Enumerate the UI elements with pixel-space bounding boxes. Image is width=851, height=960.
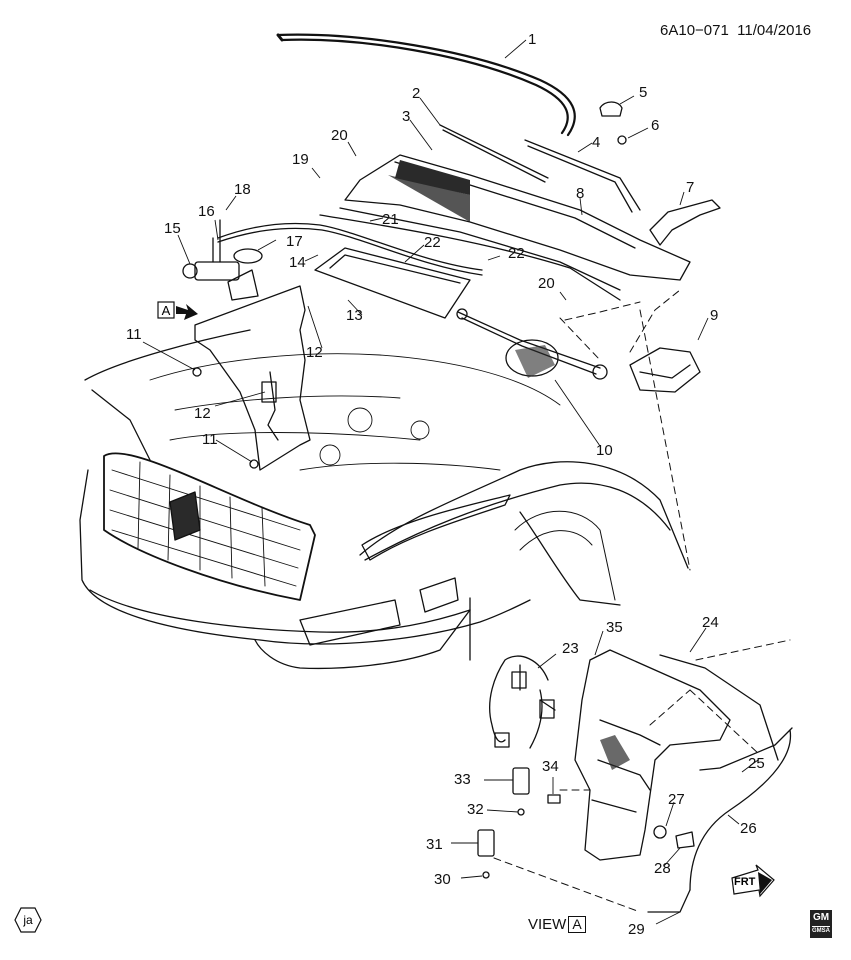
gm-logo-sub: GMSA — [812, 926, 830, 934]
diagram-header: 6A10−071 11/04/2016 — [660, 22, 811, 39]
wiper-motor-cover — [629, 347, 701, 393]
gm-logo: GM GMSA — [810, 910, 832, 938]
callout-32: 32 — [467, 801, 484, 818]
callout-7: 7 — [686, 179, 694, 196]
callout-10: 10 — [596, 442, 613, 459]
cowl-shield — [314, 247, 471, 319]
grommet-28 — [653, 825, 667, 839]
car-bumper — [79, 469, 531, 645]
callout-30: 30 — [434, 871, 451, 888]
callout-15: 15 — [164, 220, 181, 237]
car-fender — [359, 461, 689, 569]
callout-3: 3 — [402, 108, 410, 125]
callout-33: 33 — [454, 771, 471, 788]
artist-mark-frame — [14, 907, 42, 933]
cowl-end-bracket — [649, 199, 721, 246]
wiper-blade-left — [439, 124, 549, 183]
callout-27: 27 — [668, 791, 685, 808]
reservoir-tank — [574, 649, 731, 861]
callout-22: 22 — [424, 234, 441, 251]
washer-hose-26 — [699, 727, 793, 771]
callout-11: 11 — [202, 431, 218, 448]
callout-25: 25 — [748, 755, 765, 772]
fog-lamp-right — [419, 577, 459, 613]
emblem — [169, 491, 201, 541]
front-arrow-label: FRT — [734, 876, 756, 888]
callout-8: 8 — [576, 185, 584, 202]
cowl-panel — [344, 154, 691, 281]
view-a-letter: A — [162, 303, 171, 318]
car-hood-edge — [84, 329, 251, 461]
callout-19: 19 — [292, 151, 309, 168]
callout-18: 18 — [234, 181, 251, 198]
wiper-linkage — [457, 311, 601, 375]
callout-20: 20 — [538, 275, 555, 292]
callout-29: 29 — [628, 921, 645, 938]
washer-hose-27 — [689, 729, 792, 891]
callout-12: 12 — [194, 405, 211, 422]
nozzle-bracket — [227, 269, 259, 301]
callout-16: 16 — [198, 203, 215, 220]
nozzle-body — [194, 261, 240, 281]
callout-13: 13 — [346, 307, 363, 324]
view-a-marker: A — [157, 301, 198, 320]
callout-35: 35 — [606, 619, 623, 636]
engine-bay — [149, 353, 561, 471]
reservoir-cap — [233, 248, 263, 264]
callout-31: 31 — [426, 836, 443, 853]
connector-29 — [675, 831, 695, 849]
headlamp — [361, 494, 511, 561]
artist-mark: ja — [14, 907, 42, 933]
washer-hose-25 — [659, 654, 779, 761]
diagram-code: 6A10−071 — [660, 22, 729, 39]
callout-11: 11 — [126, 326, 142, 343]
view-label-text: VIEW — [528, 916, 567, 933]
gm-logo-text: GM — [812, 912, 830, 923]
diagram-date: 11/04/2016 — [737, 22, 812, 39]
callout-4: 4 — [592, 134, 600, 151]
callout-24: 24 — [702, 614, 719, 631]
washer-hose-upper — [217, 222, 483, 271]
callout-23: 23 — [562, 640, 579, 657]
fog-lamp-left — [299, 599, 401, 646]
reservoir-upper — [194, 285, 311, 471]
callout-9: 9 — [710, 307, 718, 324]
callout-28: 28 — [654, 860, 671, 877]
callout-6: 6 — [651, 117, 659, 134]
callout-12: 12 — [306, 344, 323, 361]
pivot-cap — [599, 101, 623, 117]
callout-26: 26 — [740, 820, 757, 837]
callout-14: 14 — [289, 254, 306, 271]
artist-mark-text: ja — [22, 913, 33, 927]
callout-1: 1 — [528, 31, 536, 48]
callout-21: 21 — [382, 211, 399, 228]
wiring-harness — [489, 655, 556, 749]
view-a-box — [157, 301, 175, 319]
front-arrow-head — [758, 872, 772, 894]
callout-20: 20 — [331, 127, 348, 144]
view-direction-arrow — [176, 304, 198, 320]
front-grille — [103, 452, 316, 601]
wheel-well — [514, 510, 616, 601]
washer-hose-30 — [647, 889, 691, 913]
pivot-nut — [617, 135, 627, 145]
wiper-blade-right — [524, 139, 641, 213]
front-arrow: FRT — [731, 864, 775, 898]
callout-17: 17 — [286, 233, 303, 250]
hood-seal — [276, 33, 576, 137]
washer-pump-rear — [477, 829, 495, 857]
callout-22: 22 — [508, 245, 525, 262]
callout-34: 34 — [542, 758, 559, 775]
callout-2: 2 — [412, 85, 420, 102]
washer-pump-front — [512, 767, 530, 795]
callout-layer: 1234567891011111212131415161718192020212… — [126, 31, 765, 938]
callout-5: 5 — [639, 84, 647, 101]
view-label-letter: A — [568, 916, 586, 933]
